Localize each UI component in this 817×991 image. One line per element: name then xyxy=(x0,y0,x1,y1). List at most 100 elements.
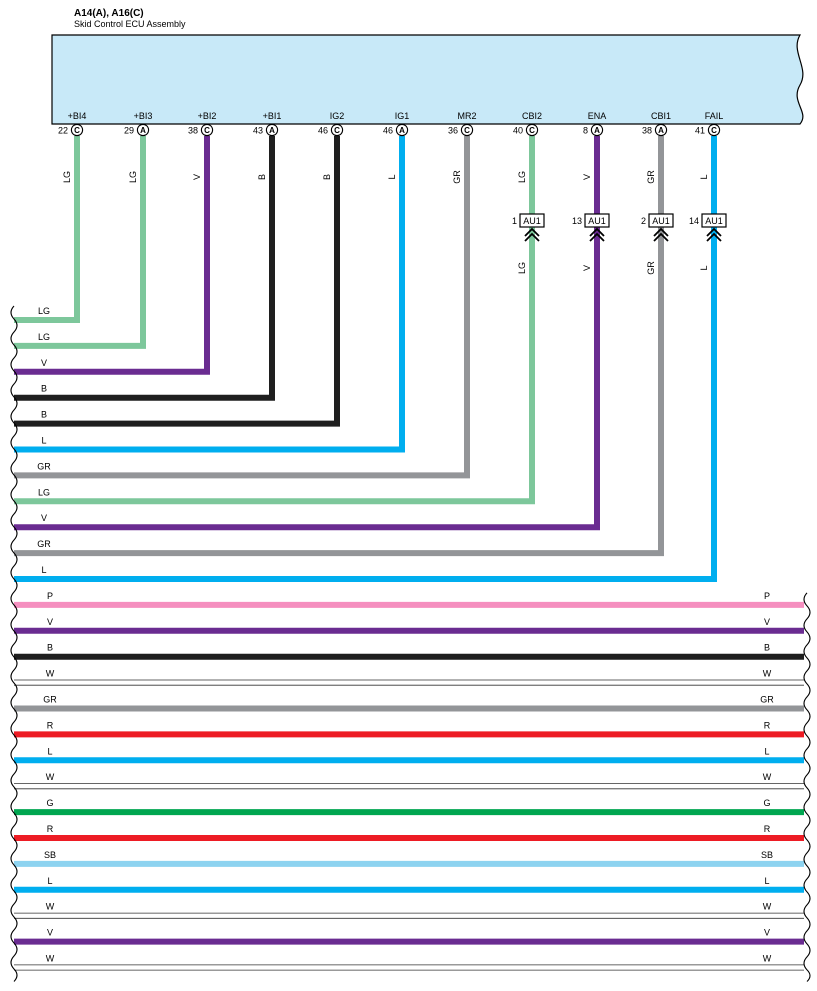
through-wire-label-right: W xyxy=(763,902,772,912)
harness-break-right xyxy=(803,592,811,982)
wire-color-code: LG xyxy=(517,262,527,274)
wire-6 xyxy=(14,136,470,479)
ecu-assembly-box xyxy=(51,34,804,125)
through-wire-label-right: L xyxy=(764,876,769,886)
wire-color-label: GR xyxy=(452,170,462,184)
wire-color-code: V xyxy=(582,265,592,271)
wire-row-label: V xyxy=(41,358,47,368)
ecu-subtitle: Skid Control ECU Assembly xyxy=(74,19,186,29)
chevron-icon xyxy=(653,227,669,237)
connector-letter: C xyxy=(464,126,470,135)
through-wire-label-left: R xyxy=(47,720,54,730)
pin-name: CBI2 xyxy=(522,111,542,121)
pin-number: 46 xyxy=(383,126,393,136)
pin-number: 22 xyxy=(58,126,68,136)
au1-label: AU1 xyxy=(705,216,723,226)
pin-name: ENA xyxy=(588,111,607,121)
connector-marker xyxy=(330,123,344,137)
through-wire-label-right: B xyxy=(764,643,770,653)
through-wire-label-right: SB xyxy=(761,850,773,860)
connector-letter: C xyxy=(204,126,210,135)
wire-row-label: LG xyxy=(38,306,50,316)
through-wire-label-left: W xyxy=(46,772,55,782)
splice-connector-au1: AU1 14 xyxy=(689,213,727,242)
wire-color-code: B xyxy=(322,174,332,180)
through-wire-label-left: V xyxy=(47,928,53,938)
through-wire-label-left: W xyxy=(46,954,55,964)
connector-marker xyxy=(200,123,214,137)
wire-color-code: B xyxy=(257,174,267,180)
wire-row-label: GR xyxy=(37,461,51,471)
au1-pin-number: 14 xyxy=(689,216,699,226)
wire-color-code: GR xyxy=(646,261,656,275)
pin-name: +BI2 xyxy=(198,111,217,121)
wire-row-label: B xyxy=(41,410,47,420)
wire-7 xyxy=(14,136,535,505)
wire-color-label: V xyxy=(192,174,202,180)
through-wire-label-right: W xyxy=(763,772,772,782)
wire-9 xyxy=(14,136,664,557)
chevron-icon xyxy=(524,232,540,242)
au1-box xyxy=(519,213,545,228)
pin-number: 38 xyxy=(642,126,652,136)
chevron-icon xyxy=(589,227,605,237)
wire-color-code: GR xyxy=(452,170,462,184)
through-wire-label-right: W xyxy=(763,954,772,964)
pin-name: IG2 xyxy=(330,111,345,121)
connector-letter: A xyxy=(594,126,600,135)
pin-number: 43 xyxy=(253,126,263,136)
through-wire-label-left: R xyxy=(47,824,54,834)
wire-color-label: LG xyxy=(517,171,527,183)
connector-marker xyxy=(654,123,668,137)
connector-marker xyxy=(70,123,84,137)
pin-name: MR2 xyxy=(457,111,476,121)
pin-number: 40 xyxy=(513,126,523,136)
connector-letter: C xyxy=(74,126,80,135)
au1-box xyxy=(648,213,674,228)
pin-number: 36 xyxy=(448,126,458,136)
wire-color-label: LG xyxy=(517,262,527,274)
wire-row-label: L xyxy=(41,565,46,575)
au1-pin-number: 1 xyxy=(512,216,517,226)
wire-color-label: B xyxy=(257,174,267,180)
through-wire-label-right: R xyxy=(764,824,771,834)
wire-10 xyxy=(14,136,717,582)
au1-label: AU1 xyxy=(588,216,606,226)
pin-mr2: MR2 36 C xyxy=(448,111,477,137)
pin-number: 8 xyxy=(583,126,588,136)
pin-name: +BI1 xyxy=(263,111,282,121)
wire-color-label: V xyxy=(582,265,592,271)
through-wire-label-left: SB xyxy=(44,850,56,860)
through-wire-label-left: W xyxy=(46,902,55,912)
connector-letter: A xyxy=(269,126,275,135)
wire-3 xyxy=(14,136,275,401)
wire-color-code: GR xyxy=(646,170,656,184)
chevron-icon xyxy=(589,232,605,242)
wire-color-code: L xyxy=(699,174,709,179)
connector-marker xyxy=(395,123,409,137)
wire-8 xyxy=(14,136,600,531)
pin-name: FAIL xyxy=(705,111,724,121)
connector-marker xyxy=(136,123,150,137)
connector-marker xyxy=(590,123,604,137)
breaks-layer xyxy=(10,305,811,982)
wire-1 xyxy=(14,136,146,349)
pin-name: +BI4 xyxy=(68,111,87,121)
wire-color-label: GR xyxy=(646,170,656,184)
wire-4 xyxy=(14,136,340,427)
wire-color-code: LG xyxy=(62,171,72,183)
wire-color-label: B xyxy=(322,174,332,180)
connector-marker xyxy=(525,123,539,137)
through-wire-label-right: P xyxy=(764,591,770,601)
wire-row-label: LG xyxy=(38,332,50,342)
through-wire-label-right: V xyxy=(764,928,770,938)
